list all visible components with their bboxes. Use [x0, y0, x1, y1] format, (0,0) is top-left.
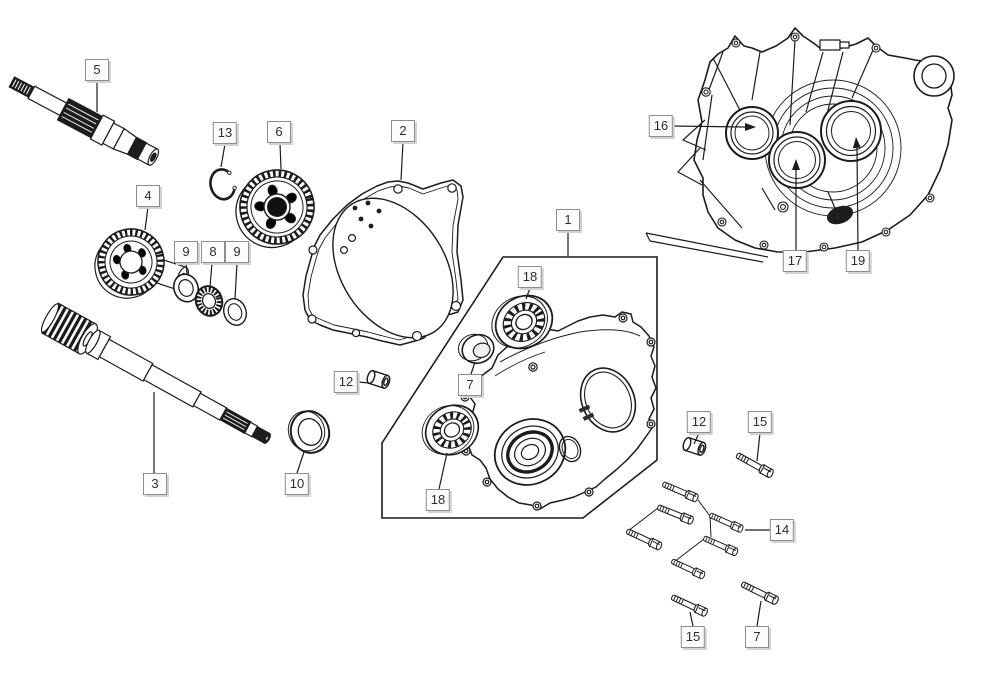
- callout-3-15[interactable]: 3: [143, 473, 167, 495]
- bore-19: [820, 100, 882, 162]
- callout-14-20[interactable]: 14: [769, 519, 795, 541]
- callout-18-12[interactable]: 18: [517, 266, 543, 288]
- part-gasket-2: [302, 179, 464, 346]
- callout-18-17[interactable]: 18: [425, 489, 451, 511]
- callout-12-18[interactable]: 12: [686, 411, 712, 433]
- part-washer-9a: [172, 273, 200, 303]
- part-circlip-13: [209, 168, 237, 201]
- callout-5-0[interactable]: 5: [85, 59, 109, 81]
- leader-line-18-17: [438, 452, 448, 490]
- callout-9-9[interactable]: 9: [174, 241, 198, 263]
- callout-17-6[interactable]: 17: [782, 250, 808, 272]
- callout-12-14[interactable]: 12: [333, 371, 359, 393]
- callout-8-10[interactable]: 8: [201, 241, 225, 263]
- callout-7-13[interactable]: 7: [458, 374, 482, 396]
- callout-16-5[interactable]: 16: [648, 115, 674, 137]
- part-lock-washer-8: [194, 285, 224, 317]
- leader-line-6-2: [279, 142, 282, 170]
- leader-line-13-1: [220, 143, 226, 168]
- callout-6-2[interactable]: 6: [267, 121, 291, 143]
- leader-arrowhead-17: [792, 159, 800, 170]
- part-crankcase: [645, 27, 955, 263]
- leader-line-19-7: [856, 149, 859, 251]
- leader-arrowhead-19: [852, 137, 861, 149]
- leader-line-12-14: [357, 381, 370, 384]
- cover-logo: [578, 404, 595, 421]
- part-shaft-3: [40, 302, 271, 444]
- group-box-1: [381, 256, 658, 519]
- callout-1-4[interactable]: 1: [556, 209, 580, 231]
- callout-15-19[interactable]: 15: [747, 411, 773, 433]
- leader-line-9-9: [185, 262, 188, 275]
- leader-line-8-10: [209, 262, 213, 288]
- leader-line-10-16: [296, 451, 305, 474]
- callout-2-3[interactable]: 2: [391, 120, 415, 142]
- part-oil-seal-10: [287, 410, 331, 454]
- leader-line-16-5: [672, 125, 745, 128]
- leader-line-2-3: [400, 141, 404, 181]
- leader-line-7-13: [470, 361, 476, 375]
- callout-15-21[interactable]: 15: [680, 626, 706, 648]
- part-spacer-7: [457, 333, 495, 365]
- leader-line-18-12: [525, 287, 531, 300]
- bore-17: [768, 131, 826, 189]
- part-cover-1: [460, 311, 657, 511]
- leader-line-12-18: [693, 432, 700, 445]
- part-shaft-5: [8, 76, 160, 166]
- leader-arrowhead-16: [745, 123, 756, 131]
- callout-13-1[interactable]: 13: [212, 122, 238, 144]
- leader-line-15-21: [689, 611, 694, 627]
- bore-16: [725, 106, 779, 160]
- leader-line-9-11: [234, 262, 238, 300]
- part-washer-9b: [222, 298, 248, 326]
- callout-4-8[interactable]: 4: [136, 185, 160, 207]
- leader-line-15-19: [756, 432, 761, 462]
- callout-9-11[interactable]: 9: [225, 241, 249, 263]
- leader-line-7-22: [756, 600, 762, 627]
- leader-line-4-8: [144, 206, 149, 231]
- part-gear-6: [235, 169, 315, 249]
- callout-10-16[interactable]: 10: [284, 473, 310, 495]
- callout-19-7[interactable]: 19: [845, 250, 871, 272]
- callout-7-22[interactable]: 7: [745, 626, 769, 648]
